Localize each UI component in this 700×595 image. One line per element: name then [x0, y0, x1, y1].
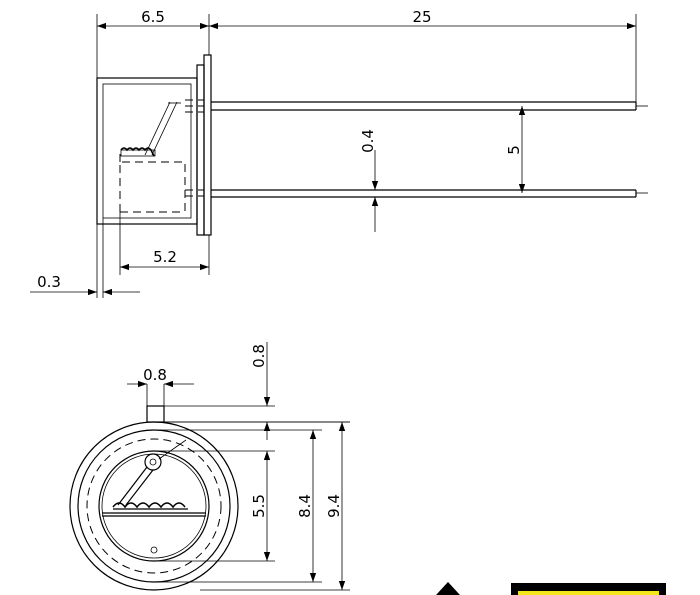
- dim-inner-length: 5.2: [119, 212, 210, 275]
- dim-tab-width: 0.8: [127, 366, 194, 406]
- dim-inner-length-label: 5.2: [153, 248, 177, 266]
- dim-lead-width-label: 0.4: [359, 129, 377, 153]
- front-circles: [69, 421, 239, 591]
- dim-body-length-label: 6.5: [141, 8, 165, 26]
- tab: [146, 405, 165, 423]
- dim-tab-height: 0.8: [164, 342, 350, 440]
- dim-can-diameter-label: 8.4: [296, 494, 314, 518]
- warning-triangle-icon: [436, 582, 460, 595]
- dim-window-height-label: 5.5: [250, 494, 268, 518]
- badge: [511, 583, 666, 595]
- dim-window-height: 5.5: [154, 450, 275, 562]
- window: [102, 512, 206, 517]
- front-wire: [112, 439, 188, 554]
- dim-flange-thickness-label: 0.3: [37, 273, 61, 291]
- front-view: 0.8 0.8 5.5 8.4 9.4: [69, 342, 350, 591]
- dim-lead-length: 25: [209, 8, 637, 102]
- dim-tab-width-label: 0.8: [143, 366, 167, 384]
- dim-lead-width: 0.4: [359, 129, 379, 232]
- lower-lead: [211, 189, 648, 198]
- dim-flange-thickness: 0.3: [30, 218, 140, 298]
- dim-body-length: 6.5: [96, 8, 210, 78]
- dim-lead-spacing: 5: [505, 106, 526, 193]
- dim-lead-length-label: 25: [412, 8, 431, 26]
- dim-flange-diameter-label: 9.4: [325, 494, 343, 518]
- side-view: 6.5 25 0.4 5 5.2: [30, 8, 648, 298]
- upper-lead: [211, 101, 648, 111]
- flange: [196, 54, 212, 236]
- dim-lead-spacing-label: 5: [505, 145, 523, 155]
- internal-wire: [120, 101, 181, 157]
- dim-flange-diameter: 9.4: [154, 421, 350, 591]
- dim-tab-height-label: 0.8: [250, 344, 268, 368]
- dim-can-diameter: 8.4: [154, 429, 322, 583]
- internal-outline: [119, 99, 204, 213]
